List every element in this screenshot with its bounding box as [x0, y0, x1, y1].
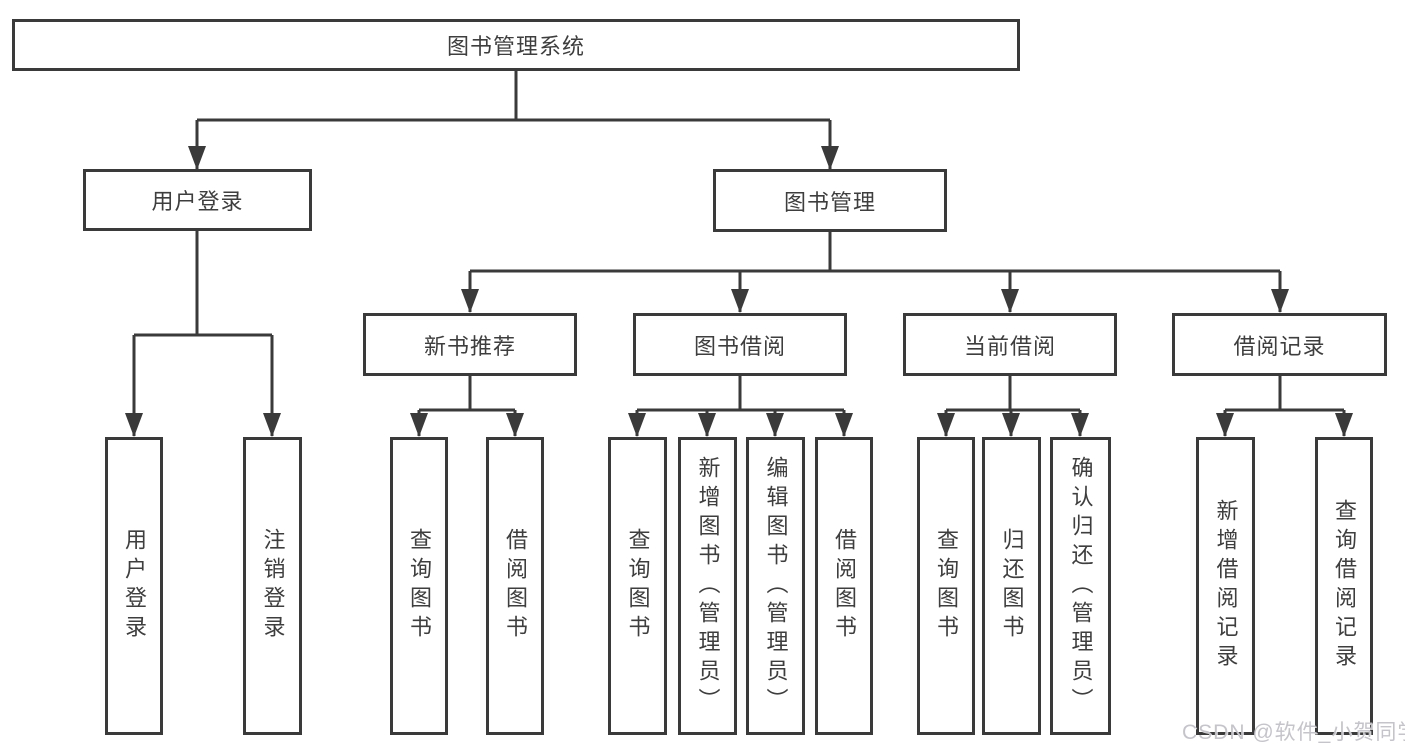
node-current-borrowing: 当前借阅 [903, 313, 1117, 376]
csdn-watermark: CSDN @软件_小贺同学 [1182, 721, 1405, 744]
node-borrowing-records: 借阅记录 [1172, 313, 1387, 376]
leaf-edit-books-admin: 编辑图书（管理员） [746, 437, 805, 735]
leaf-query-books-current: 查询图书 [917, 437, 975, 735]
node-root-title: 图书管理系统 [12, 19, 1020, 71]
leaf-user-login: 用户登录 [105, 437, 163, 735]
node-book-management: 图书管理 [713, 169, 947, 232]
leaf-add-borrow-record: 新增借阅记录 [1196, 437, 1255, 735]
leaf-borrow-books-newbook: 借阅图书 [486, 437, 544, 735]
leaf-borrow-books: 借阅图书 [815, 437, 873, 735]
leaf-query-borrow-record: 查询借阅记录 [1315, 437, 1373, 735]
node-book-borrowing: 图书借阅 [633, 313, 847, 376]
leaf-add-books-admin: 新增图书（管理员） [678, 437, 737, 735]
node-user-login: 用户登录 [83, 169, 312, 231]
node-new-book-recommend: 新书推荐 [363, 313, 577, 376]
leaf-return-books: 归还图书 [982, 437, 1041, 735]
leaf-confirm-return-admin: 确认归还（管理员） [1050, 437, 1111, 735]
leaf-logout: 注销登录 [243, 437, 302, 735]
leaf-query-books-newbook: 查询图书 [390, 437, 448, 735]
leaf-query-books-borrowing: 查询图书 [608, 437, 667, 735]
